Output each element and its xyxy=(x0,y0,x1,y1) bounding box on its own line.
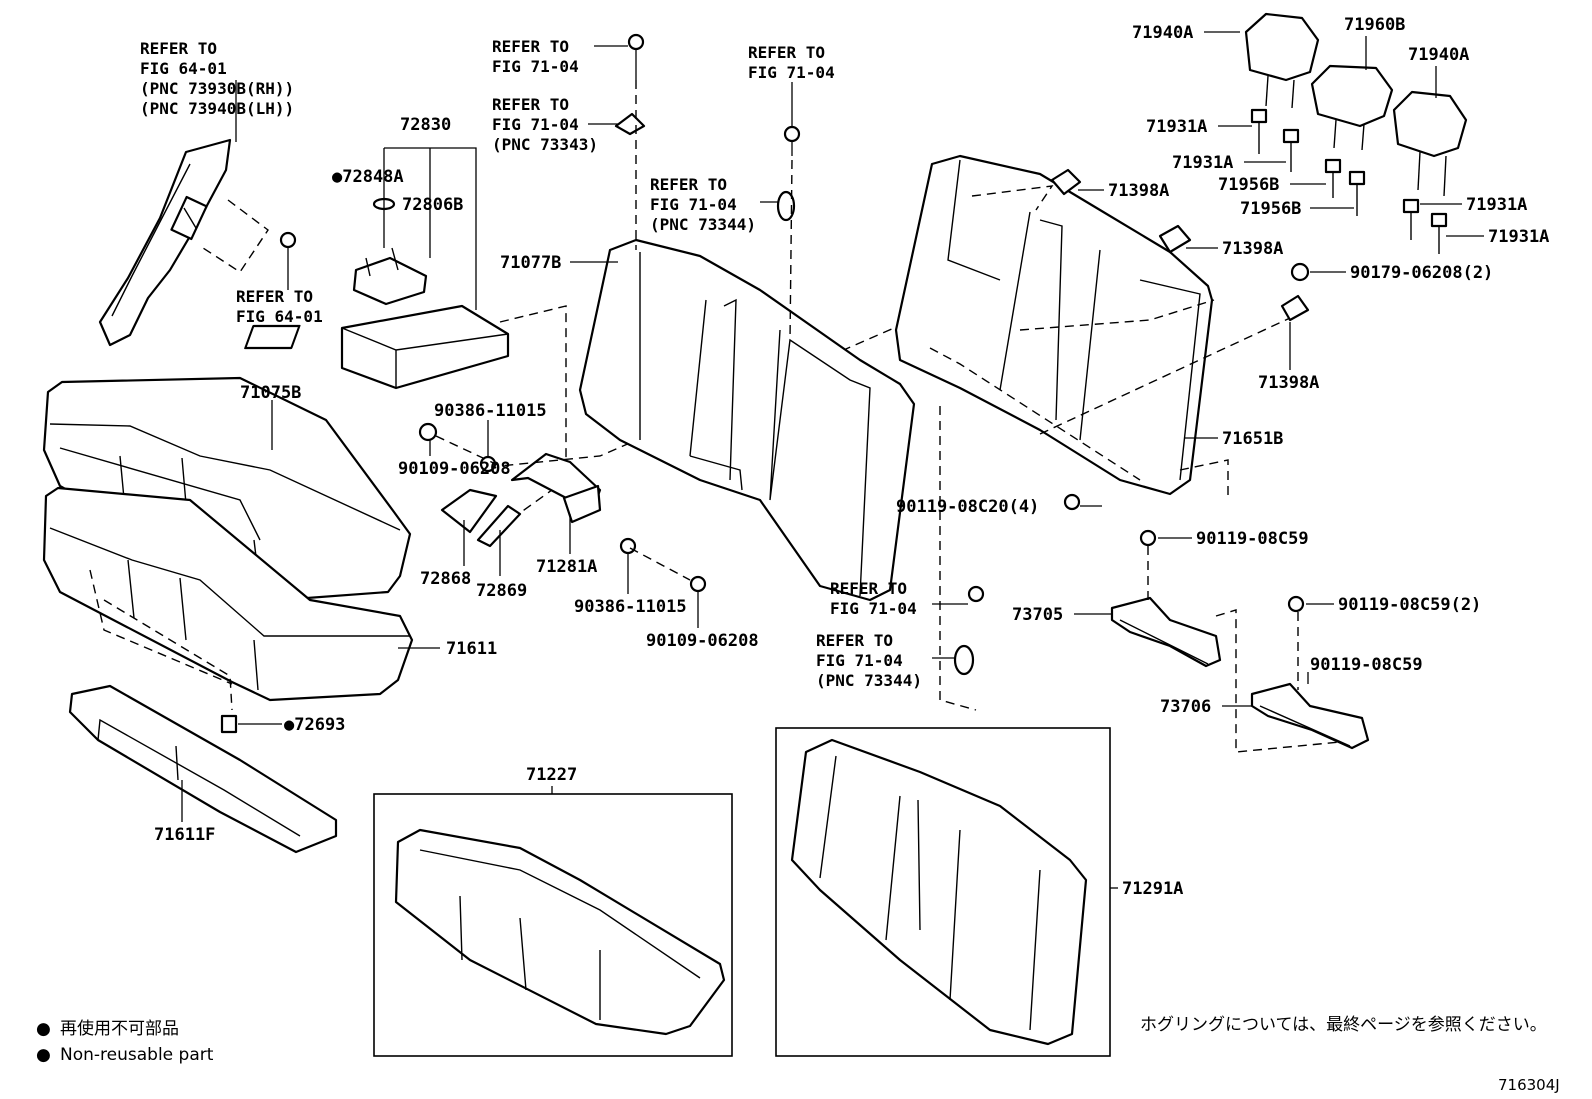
pn-71931A-b: 71931A xyxy=(1172,153,1233,173)
quarter-pillar-trim xyxy=(98,138,269,347)
pn-71931A-a: 71931A xyxy=(1146,117,1207,137)
seat-cushion-pad xyxy=(42,376,412,602)
pn-71611F: 71611F xyxy=(154,825,215,845)
pn-71227: 71227 xyxy=(526,765,577,785)
pn-71931A-d: 71931A xyxy=(1488,227,1549,247)
legend-en: Non-reusable part xyxy=(60,1045,214,1065)
leader-lines xyxy=(181,31,1484,889)
refer-label-64-01-b: REFER TO FIG 64-01 xyxy=(236,287,323,326)
pn-71611: 71611 xyxy=(446,639,497,659)
clip-72693 xyxy=(220,714,282,734)
pn-71077B: 71077B xyxy=(500,253,561,273)
pn-90109-06208-a: 90109-06208 xyxy=(398,459,511,479)
hooks-71398A xyxy=(1050,168,1310,322)
refer-label-71-04-e: REFER TO FIG 71-04 xyxy=(830,579,917,618)
pn-71398A-c: 71398A xyxy=(1258,373,1319,393)
pn-72806B: 72806B xyxy=(402,195,463,215)
pn-71931A-c: 71931A xyxy=(1466,195,1527,215)
refer-label-71-04-b: REFER TO FIG 71-04 (PNC 73343) xyxy=(492,95,598,154)
legend-bullet-jp: ● xyxy=(36,1019,51,1039)
pn-71291A: 71291A xyxy=(1122,879,1183,899)
pn-90119-08C59-2: 90119-08C59(2) xyxy=(1338,595,1481,615)
pn-72848A: ●72848A xyxy=(332,167,404,187)
legend-bullet-en: ● xyxy=(36,1045,51,1065)
armrest-assembly xyxy=(244,147,567,521)
pn-71398A-b: 71398A xyxy=(1222,239,1283,259)
headrests xyxy=(1244,12,1468,197)
seat-lower-frame-71611F xyxy=(68,684,338,854)
pillar-clip xyxy=(279,231,297,290)
hinge-brackets xyxy=(418,307,941,593)
pn-72693: ●72693 xyxy=(284,715,345,735)
pn-90109-06208-b: 90109-06208 xyxy=(646,631,759,651)
pn-90386-11015-b: 90386-11015 xyxy=(574,597,687,617)
box-71227 xyxy=(373,793,733,1057)
pn-71956B-b: 71956B xyxy=(1240,199,1301,219)
pn-72868: 72868 xyxy=(420,569,471,589)
seatback-frame-71291A xyxy=(790,738,1088,1046)
pn-90386-11015-a: 90386-11015 xyxy=(434,401,547,421)
pn-90119-08C59-a: 90119-08C59 xyxy=(1196,529,1309,549)
pn-71940A-b: 71940A xyxy=(1408,45,1469,65)
pn-71281A: 71281A xyxy=(536,557,597,577)
seatback-bolt-lower xyxy=(939,406,1102,711)
pn-73706: 73706 xyxy=(1160,697,1211,717)
pn-90119-08C59-b: 90119-08C59 xyxy=(1310,655,1423,675)
legend-jp: 再使用不可部品 xyxy=(60,1018,179,1039)
pn-71398A-a: 71398A xyxy=(1108,181,1169,201)
pn-71940A-a: 71940A xyxy=(1132,23,1193,43)
hog-ring-note: ホグリングについては、最終ページを参照ください。 xyxy=(1140,1015,1547,1035)
pn-71075B: 71075B xyxy=(240,383,301,403)
refer-label-64-01-a: REFER TO FIG 64-01 (PNC 73930B(RH)) (PNC… xyxy=(140,39,304,118)
hinge-plate-73706 xyxy=(1215,595,1370,753)
pn-72830: 72830 xyxy=(400,115,451,135)
refer-label-71-04-f: REFER TO FIG 71-04 (PNC 73344) xyxy=(816,631,922,690)
headrest-guides xyxy=(1250,108,1448,254)
pn-90179-06208: 90179-06208(2) xyxy=(1350,263,1493,283)
refer-label-71-04-a: REFER TO FIG 71-04 xyxy=(492,37,579,76)
hinge-plate-73705 xyxy=(1110,529,1222,668)
seat-cushion-frame-71227 xyxy=(394,828,726,1036)
pn-72869: 72869 xyxy=(476,581,527,601)
refer-label-71-04-c: REFER TO FIG 71-04 xyxy=(748,43,835,82)
pn-71956B-a: 71956B xyxy=(1218,175,1279,195)
pn-71960B: 71960B xyxy=(1344,15,1405,35)
pn-90119-08C20: 90119-08C20(4) xyxy=(896,497,1039,517)
seat-cushion-cover-71611 xyxy=(42,486,414,711)
refer-label-71-04-d: REFER TO FIG 71-04 (PNC 73344) xyxy=(650,175,756,234)
pn-71651B: 71651B xyxy=(1222,429,1283,449)
seatback-bolts xyxy=(614,33,801,341)
figure-code: 716304J xyxy=(1498,1076,1560,1094)
pn-73705: 73705 xyxy=(1012,605,1063,625)
seatback-pad xyxy=(578,238,916,602)
box-71291A xyxy=(775,727,1111,1057)
